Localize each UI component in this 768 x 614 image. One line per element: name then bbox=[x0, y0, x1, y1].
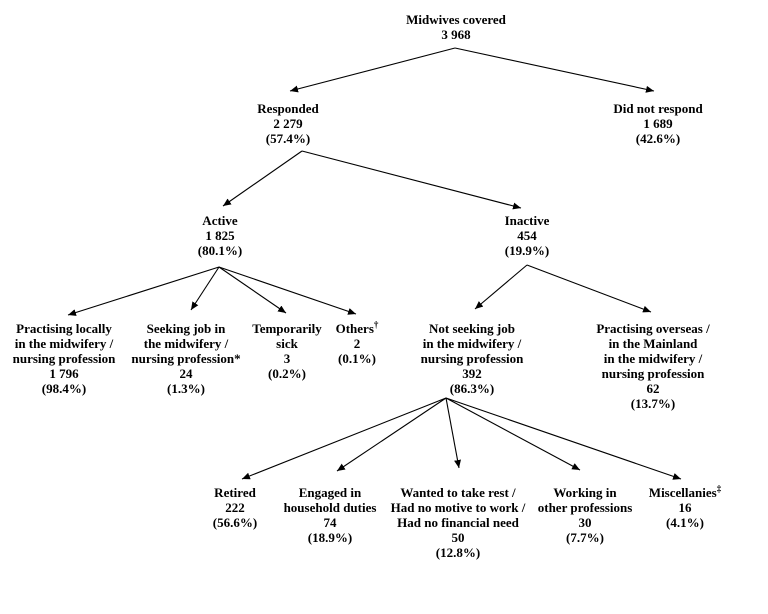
node-label: Seeking job in bbox=[146, 321, 226, 336]
node-count: 2 bbox=[353, 336, 361, 351]
node-label: in the midwifery / bbox=[422, 336, 522, 351]
node-label: Miscellanies‡ bbox=[648, 483, 722, 500]
node-label: in the midwifery / bbox=[14, 336, 114, 351]
node-percentage: (1.3%) bbox=[167, 381, 205, 396]
node-count: 2 279 bbox=[273, 116, 303, 131]
node-count: 222 bbox=[225, 500, 245, 515]
node-label: nursing profession* bbox=[131, 351, 241, 366]
node-label: Practising locally bbox=[16, 321, 112, 336]
node-label: in the midwifery / bbox=[603, 351, 703, 366]
node-label: in the Mainland bbox=[608, 336, 698, 351]
node-label: Midwives covered bbox=[406, 12, 506, 27]
node-label: Responded bbox=[257, 101, 319, 116]
edge-midwives-did-not-respond bbox=[454, 47, 655, 93]
node-label: nursing profession bbox=[420, 351, 524, 366]
edge-active-others bbox=[218, 266, 357, 315]
node-others: Others† 2 (0.1%) bbox=[335, 319, 379, 366]
node-label: Did not respond bbox=[613, 101, 703, 116]
node-count: 1 825 bbox=[205, 228, 235, 243]
node-label: Active bbox=[202, 213, 238, 228]
node-label: household duties bbox=[283, 500, 377, 515]
edge-active-seeking-job bbox=[190, 266, 220, 311]
node-label: Inactive bbox=[504, 213, 550, 228]
node-percentage: (98.4%) bbox=[41, 381, 87, 396]
edge-not-seeking-take-rest bbox=[445, 397, 461, 469]
node-percentage: (4.1%) bbox=[666, 515, 704, 530]
node-household-duties: Engaged in household duties 74 (18.9%) bbox=[284, 485, 377, 545]
node-active: Active 1 825 (80.1%) bbox=[198, 213, 242, 258]
edge-inactive-not-seeking bbox=[474, 264, 528, 310]
node-temporarily-sick: Temporarily sick 3 (0.2%) bbox=[252, 321, 322, 381]
node-percentage: (12.8%) bbox=[435, 545, 481, 560]
edge-active-temporarily-sick bbox=[218, 266, 287, 314]
node-not-seeking-job: Not seeking job in the midwifery / nursi… bbox=[421, 321, 524, 396]
node-percentage: (7.7%) bbox=[566, 530, 604, 545]
node-label: Wanted to take rest / bbox=[400, 485, 516, 500]
node-label: Not seeking job bbox=[429, 321, 515, 336]
node-percentage: (13.7%) bbox=[630, 396, 676, 411]
node-percentage: (0.2%) bbox=[268, 366, 306, 381]
node-label: Others† bbox=[335, 319, 379, 336]
node-percentage: (0.1%) bbox=[338, 351, 376, 366]
node-midwives-covered: Midwives covered 3 968 bbox=[406, 12, 506, 42]
node-percentage: (42.6%) bbox=[635, 131, 681, 146]
edge-midwives-responded bbox=[289, 47, 456, 93]
node-inactive: Inactive 454 (19.9%) bbox=[505, 213, 550, 258]
node-count: 50 bbox=[451, 530, 465, 545]
edge-not-seeking-household bbox=[336, 397, 447, 472]
node-percentage: (80.1%) bbox=[197, 243, 243, 258]
node-count: 30 bbox=[578, 515, 592, 530]
edge-not-seeking-other-professions bbox=[445, 397, 581, 471]
node-label: the midwifery / bbox=[143, 336, 229, 351]
node-did-not-respond: Did not respond 1 689 (42.6%) bbox=[613, 101, 702, 146]
node-take-rest: Wanted to take rest / Had no motive to w… bbox=[391, 485, 526, 560]
edge-responded-active bbox=[222, 150, 303, 207]
dagger-symbol: † bbox=[373, 319, 379, 330]
node-count: 16 bbox=[678, 500, 692, 515]
node-count: 3 968 bbox=[441, 27, 471, 42]
node-count: 454 bbox=[517, 228, 537, 243]
node-percentage: (56.6%) bbox=[212, 515, 258, 530]
node-label-text: Others bbox=[335, 321, 374, 336]
node-label: Practising overseas / bbox=[596, 321, 710, 336]
node-label: nursing profession bbox=[601, 366, 705, 381]
node-percentage: (18.9%) bbox=[307, 530, 353, 545]
node-percentage: (86.3%) bbox=[449, 381, 495, 396]
node-label-text: Miscellanies bbox=[648, 485, 717, 500]
edge-not-seeking-retired bbox=[241, 397, 447, 480]
node-label: Engaged in bbox=[298, 485, 362, 500]
edge-responded-inactive bbox=[301, 150, 522, 210]
node-percentage: (19.9%) bbox=[504, 243, 550, 258]
node-count: 62 bbox=[646, 381, 660, 396]
double-dagger-symbol: ‡ bbox=[716, 483, 722, 494]
edge-not-seeking-miscellanies bbox=[445, 397, 682, 480]
node-seeking-job: Seeking job in the midwifery / nursing p… bbox=[131, 321, 240, 396]
node-count: 392 bbox=[462, 366, 482, 381]
node-label: nursing profession bbox=[12, 351, 116, 366]
node-retired: Retired 222 (56.6%) bbox=[213, 485, 257, 530]
node-label: Had no financial need bbox=[397, 515, 519, 530]
node-count: 3 bbox=[283, 351, 291, 366]
node-count: 1 689 bbox=[643, 116, 673, 131]
node-label: Temporarily bbox=[252, 321, 322, 336]
node-label: sick bbox=[276, 336, 298, 351]
node-practising-overseas: Practising overseas / in the Mainland in… bbox=[596, 321, 709, 411]
node-miscellanies: Miscellanies‡ 16 (4.1%) bbox=[648, 483, 722, 530]
node-label: other professions bbox=[537, 500, 633, 515]
node-count: 74 bbox=[323, 515, 337, 530]
node-label: Working in bbox=[553, 485, 617, 500]
node-label: Retired bbox=[214, 485, 256, 500]
node-count: 1 796 bbox=[49, 366, 79, 381]
edge-inactive-practising-overseas bbox=[526, 264, 652, 313]
edge-active-practising-locally bbox=[67, 266, 220, 316]
node-practising-locally: Practising locally in the midwifery / nu… bbox=[13, 321, 116, 396]
node-percentage: (57.4%) bbox=[265, 131, 311, 146]
node-responded: Responded 2 279 (57.4%) bbox=[257, 101, 318, 146]
node-other-professions: Working in other professions 30 (7.7%) bbox=[538, 485, 633, 545]
node-label: Had no motive to work / bbox=[390, 500, 526, 515]
node-count: 24 bbox=[179, 366, 193, 381]
